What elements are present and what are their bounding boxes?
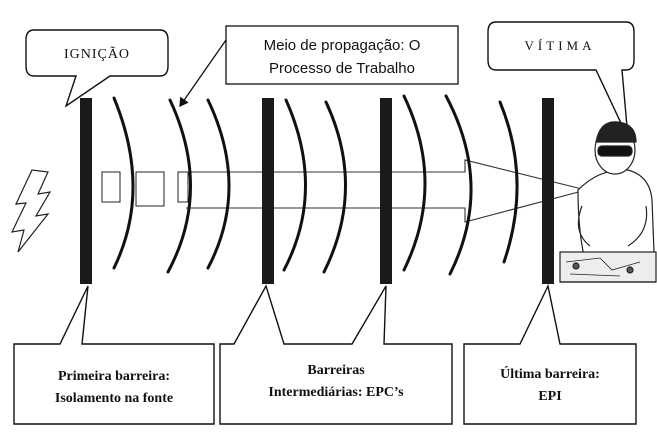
last-barrier [542, 98, 554, 284]
lightning-bolt-icon [10, 169, 52, 253]
propagation-medium-callout: Meio de propagação: O Processo de Trabal… [179, 25, 459, 108]
worker-figure-icon [559, 121, 657, 283]
propagation-medium-line2: Processo de Trabalho [269, 60, 415, 77]
last-barrier-line1: Última barreira: [500, 365, 600, 382]
victim-callout: VÍTIMA [487, 21, 635, 139]
intermediate-barrier-2 [380, 98, 392, 284]
first-barrier-line2: Isolamento na fonte [55, 391, 173, 406]
barriers [80, 98, 554, 284]
source-blocks [101, 171, 189, 207]
ignition-callout: IGNIÇÃO [25, 29, 169, 108]
first-barrier-line1: Primeira barreira: [58, 369, 170, 384]
intermediate-barrier-1 [262, 98, 274, 284]
last-barrier-line2: EPI [538, 389, 561, 404]
intermediate-barriers-callout: Barreiras Intermediárias: EPC’s [219, 284, 453, 425]
intermediate-barriers-line2: Intermediárias: EPC’s [268, 385, 404, 400]
last-barrier-callout: Última barreira: EPI [463, 283, 637, 425]
victim-label: VÍTIMA [525, 38, 596, 53]
first-barrier-callout: Primeira barreira: Isolamento na fonte [13, 285, 215, 425]
propagation-medium-line1: Meio de propagação: O [264, 37, 421, 54]
ignition-label: IGNIÇÃO [64, 46, 130, 62]
propagation-pointer-arrow [179, 39, 227, 108]
intermediate-barriers-line1: Barreiras [307, 363, 365, 378]
energy-waves [112, 94, 519, 276]
first-barrier [80, 98, 92, 284]
